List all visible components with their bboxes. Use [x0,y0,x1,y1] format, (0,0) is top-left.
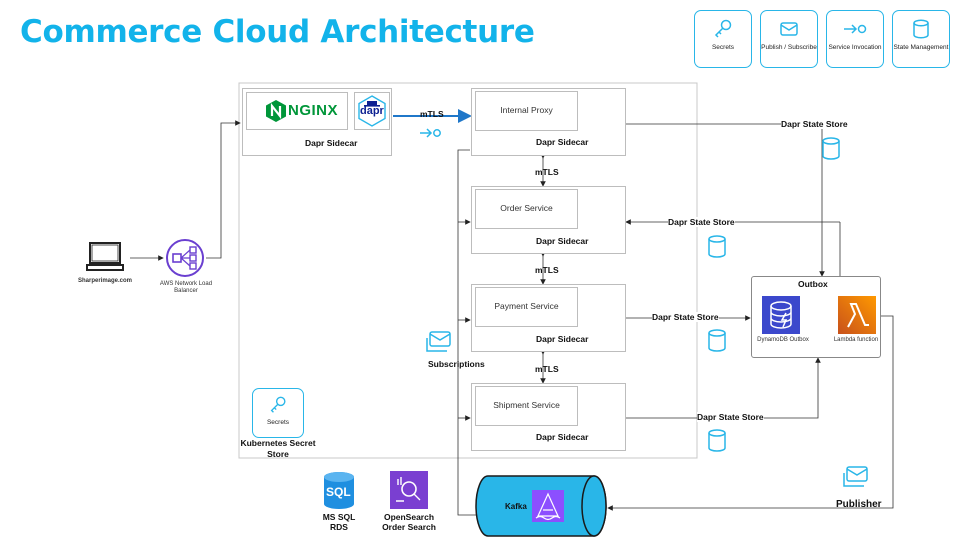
lb-to-nginx-arrow [206,120,241,259]
dynamo-label: DynamoDB Outbox [757,337,809,343]
nginx-hex-icon [266,100,286,122]
legend-service-invocation: Service Invocation [826,10,884,68]
publisher-label: Publisher [836,499,882,510]
mtls-label: mTLS [535,364,559,374]
mtls-label: mTLS [420,109,444,119]
subscriptions-label: Subscriptions [428,359,485,369]
legend-label: State Management [893,44,949,51]
dynamodb-icon [762,296,800,334]
nginx-tile [246,92,348,130]
service-invocation-icon [420,128,441,138]
sidecar-label: Dapr Sidecar [536,236,589,246]
legend-secrets: Secrets [694,10,752,68]
service-tile [475,287,578,327]
sidecar-label: Dapr Sidecar [536,432,589,442]
load-balancer-label: AWS Network Load Balancer [159,281,213,294]
lambda-label: Lambda function [833,337,879,343]
page-title: Commerce Cloud Architecture [20,14,535,50]
mtls-label: mTLS [535,265,559,275]
legend-pubsub: Publish / Subscribe [760,10,818,68]
state-store-label: Dapr State Store [697,412,764,422]
k8s-secret-caption: Kubernetes Secret Store [240,438,316,459]
mssql-logo-text: SQL [326,485,351,499]
service-name: Internal Proxy [500,105,553,115]
mail-icon [780,22,798,36]
opensearch-icon [390,471,428,509]
service-tile [475,386,578,426]
lambda-icon [838,296,876,334]
service-name: Payment Service [494,301,559,311]
outbox-title: Outbox [798,279,828,289]
database-icon [822,137,840,160]
service-tile [475,189,578,229]
database-icon [913,19,929,39]
state-store-label: Dapr State Store [668,217,735,227]
key-icon [270,396,286,413]
k8s-secret-card-label: Secrets [266,419,290,426]
state-store-label: Dapr State Store [781,119,848,129]
mssql-caption: MS SQL RDS [322,512,356,532]
kafka-cylinder [475,475,607,537]
mail-icon [843,466,868,487]
sidecar-label: Dapr Sidecar [305,138,358,148]
database-icon [708,329,726,352]
sidecar-label: Dapr Sidecar [536,334,589,344]
service-tile [475,91,578,131]
database-icon [708,235,726,258]
database-icon [708,429,726,452]
legend-state-management: State Management [892,10,950,68]
key-icon [714,19,732,38]
sidecar-label: Dapr Sidecar [536,137,589,147]
k8s-secret-card: Secrets [252,388,304,438]
client-label: Sharperimage.com [77,278,133,284]
mail-icon [426,331,451,352]
mssql-icon [324,472,354,509]
kafka-label: Kafka [505,502,527,511]
subscriptions-line [457,149,476,516]
dapr-logo-text: dapr [360,105,384,117]
cluster-boundary [238,82,698,459]
mtls-label: mTLS [535,167,559,177]
legend-label: Publish / Subscribe [761,44,817,51]
opensearch-caption: OpenSearch Order Search [382,512,436,532]
state-store-line-shipment [625,357,821,419]
publisher-line [607,315,894,511]
legend-label: Service Invocation [828,44,882,51]
legend-label: Secrets [711,44,735,51]
nginx-logo-text: NGINX [288,102,339,119]
state-store-label: Dapr State Store [652,312,719,322]
load-balancer-icon [166,239,204,277]
dapr-logo-icon [358,95,386,127]
dapr-tile [354,92,390,130]
laptop-icon [86,242,124,271]
service-invocation-icon [844,24,867,34]
service-name: Order Service [500,203,553,213]
service-name: Shipment Service [493,400,560,410]
